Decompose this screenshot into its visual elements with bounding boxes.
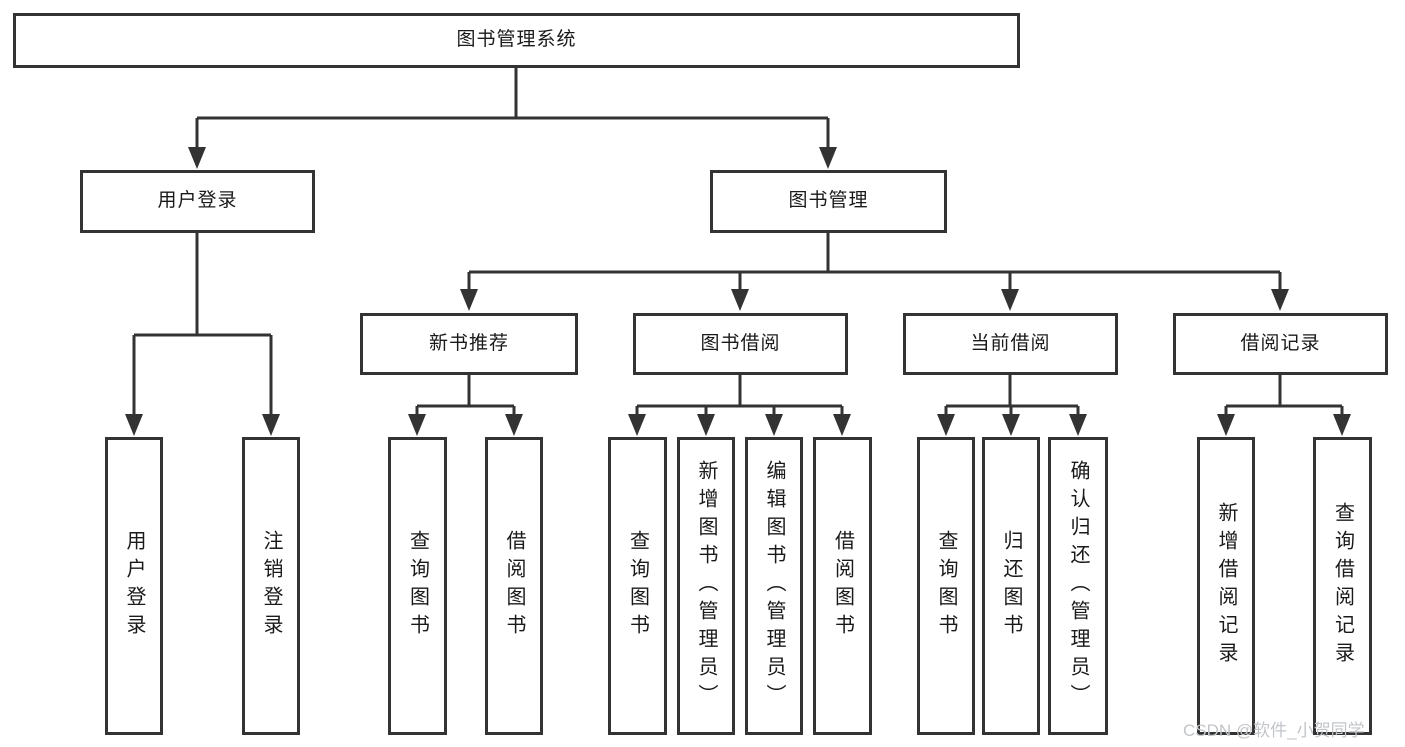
node-borrow-records: 借阅记录 <box>1173 313 1388 375</box>
node-leaf-add-books-admin: 新增图书（管理员） <box>677 437 735 735</box>
node-new-book-recommend: 新书推荐 <box>360 313 578 375</box>
node-user-login: 用户登录 <box>80 170 315 233</box>
node-leaf-add-borrow-record: 新增借阅记录 <box>1197 437 1255 735</box>
node-current-borrowing: 当前借阅 <box>903 313 1118 375</box>
node-leaf-query-books-3: 查询图书 <box>917 437 975 735</box>
node-leaf-return-books: 归还图书 <box>982 437 1040 735</box>
node-leaf-user-login: 用户登录 <box>105 437 163 735</box>
arrowheads <box>125 147 1351 436</box>
node-leaf-confirm-return-admin: 确认归还（管理员） <box>1048 437 1108 735</box>
node-leaf-borrow-books-2: 借阅图书 <box>813 437 872 735</box>
node-leaf-query-books-1: 查询图书 <box>388 437 447 735</box>
node-leaf-logout: 注销登录 <box>242 437 300 735</box>
node-leaf-edit-books-admin: 编辑图书（管理员） <box>745 437 803 735</box>
node-leaf-query-borrow-record: 查询借阅记录 <box>1313 437 1372 735</box>
node-book-management: 图书管理 <box>710 170 947 233</box>
node-root: 图书管理系统 <box>13 13 1020 68</box>
node-book-borrowing: 图书借阅 <box>633 313 848 375</box>
csdn-watermark: CSDN @软件_小贺同学 <box>1183 721 1365 740</box>
node-leaf-borrow-books-1: 借阅图书 <box>485 437 543 735</box>
node-leaf-query-books-2: 查询图书 <box>608 437 667 735</box>
